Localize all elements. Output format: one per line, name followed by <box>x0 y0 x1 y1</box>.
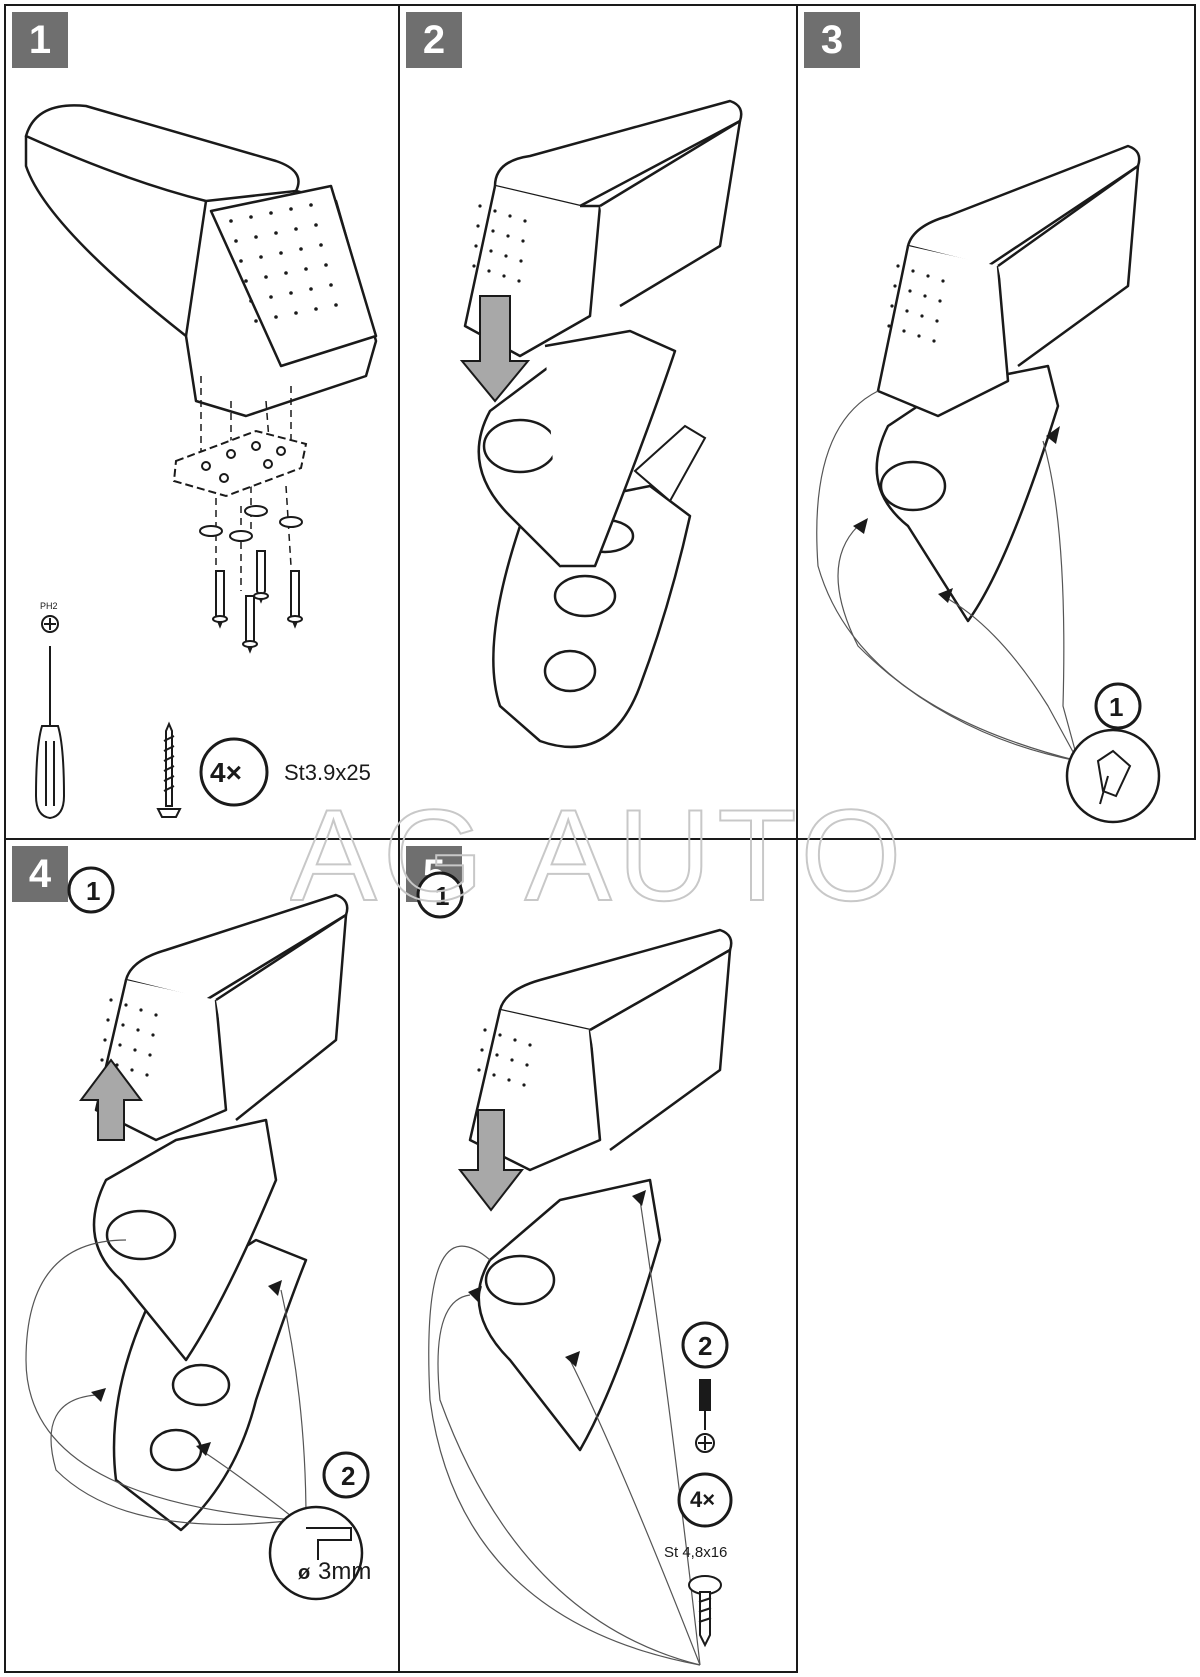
step-1-panel: 1 <box>4 4 400 840</box>
callout-circle <box>681 1321 729 1369</box>
step-5-panel: 5 <box>398 838 798 1673</box>
fastening-point-markers <box>853 426 1060 603</box>
quantity-circle <box>199 737 269 807</box>
diameter-symbol: ø <box>298 1562 311 1584</box>
down-arrow-icon <box>457 1109 525 1212</box>
wood-screw-icon <box>156 721 182 818</box>
callout-number: 1 <box>435 881 450 911</box>
indicator-lines <box>25 1239 307 1526</box>
perforation-pattern <box>100 998 158 1077</box>
washers <box>199 505 303 542</box>
step-number-badge: 3 <box>804 12 860 68</box>
callout-circle <box>67 866 115 914</box>
callout-circle <box>322 1451 370 1499</box>
marker-pen-icon <box>1065 728 1161 824</box>
fastening-point-markers <box>468 1190 646 1367</box>
perforation-pattern <box>477 1028 532 1087</box>
step-2-panel: 2 <box>398 4 798 840</box>
tool-size-label: PH2 <box>40 601 58 611</box>
perforation-pattern <box>472 204 527 283</box>
indicator-lines <box>428 1199 701 1666</box>
step-3-panel: 3 <box>796 4 1196 840</box>
armrest-removal-and-drilling-illustration <box>25 866 370 1601</box>
step-number-badge: 4 <box>12 846 68 902</box>
indicator-lines <box>816 390 1079 762</box>
step-4-panel: 4 <box>4 838 400 1673</box>
mounting-plate <box>172 429 308 498</box>
self-tapping-screw-icon <box>688 1575 722 1648</box>
quantity-circle <box>677 1472 733 1528</box>
perforation-pattern <box>887 264 945 343</box>
perforation-pattern <box>229 203 338 323</box>
armrest-final-fastening-illustration <box>416 871 733 1666</box>
screw-count-label: 4× <box>210 757 242 788</box>
callout-circle <box>1094 682 1142 730</box>
screw-spec-label: St 4,8x16 <box>664 1544 728 1561</box>
up-arrow-icon <box>79 1058 143 1141</box>
screws <box>212 550 303 654</box>
callout-number: 1 <box>86 876 101 906</box>
armrest-with-mounting-plate-illustration <box>24 104 378 820</box>
drill-size-label: 3mm <box>318 1558 372 1585</box>
screwdriver-icon <box>695 1379 715 1453</box>
fastening-point-markers <box>91 1280 282 1456</box>
callout-circle <box>416 871 464 919</box>
step-number-badge: 2 <box>406 12 462 68</box>
screw-spec-label: St3.9x25 <box>284 760 371 785</box>
down-arrow-icon <box>459 295 531 403</box>
armrest-install-down-illustration <box>459 99 743 749</box>
step-number-badge: 1 <box>12 12 68 68</box>
armrest-fastening-points-illustration <box>816 144 1161 824</box>
callout-number: 1 <box>1109 692 1124 722</box>
drill-bit-icon <box>306 1527 352 1560</box>
drill-detail-circle <box>268 1505 364 1601</box>
callout-number: 2 <box>341 1461 356 1491</box>
callout-number: 2 <box>698 1331 713 1361</box>
phillips-screwdriver-icon <box>34 615 66 820</box>
screw-count-label: 4× <box>690 1487 716 1512</box>
